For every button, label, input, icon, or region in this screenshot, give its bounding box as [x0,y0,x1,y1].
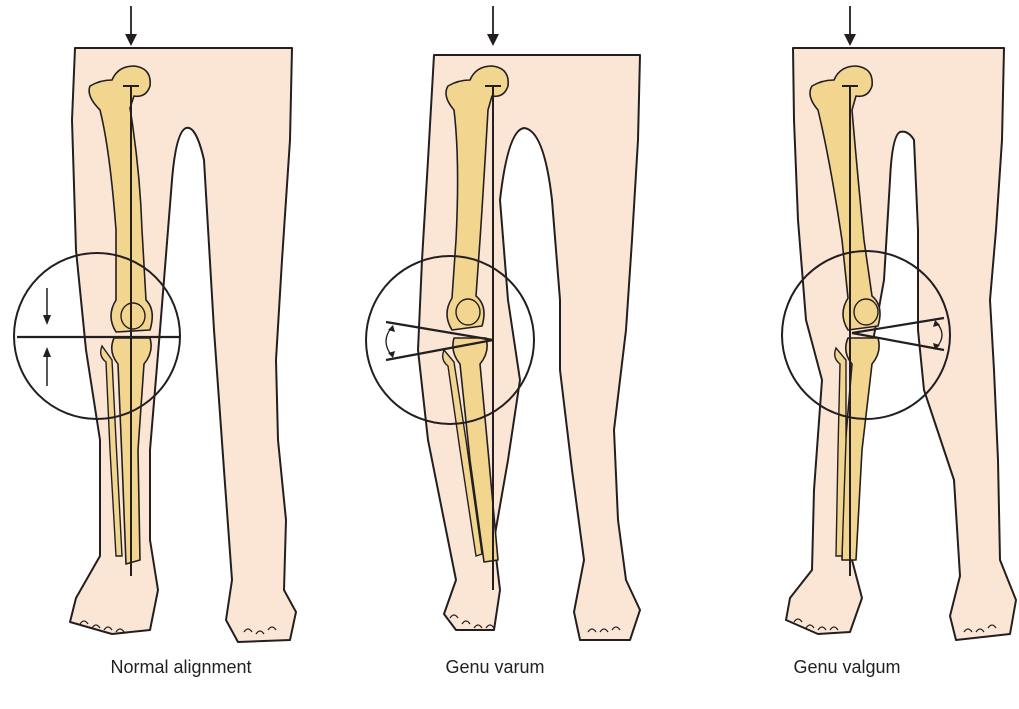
patella-bone [456,299,480,325]
caption-genu-valgum: Genu valgum [697,657,997,678]
panel-normal-alignment [14,6,296,642]
legs-silhouette [786,48,1016,640]
varus-angle-arc [386,327,392,356]
upper-arrow-head [43,315,51,325]
lower-arrow-head [43,347,51,357]
load-arrow-head [487,34,499,46]
load-arrow-head [125,34,137,46]
legs-silhouette [70,48,296,642]
caption-normal-alignment: Normal alignment [31,657,331,678]
patella-bone [854,299,878,325]
patella-bone [121,303,145,329]
load-arrow-head [844,34,856,46]
panel-genu-varum [366,6,640,640]
panel-genu-valgum [782,6,1016,640]
caption-genu-varum: Genu varum [345,657,645,678]
